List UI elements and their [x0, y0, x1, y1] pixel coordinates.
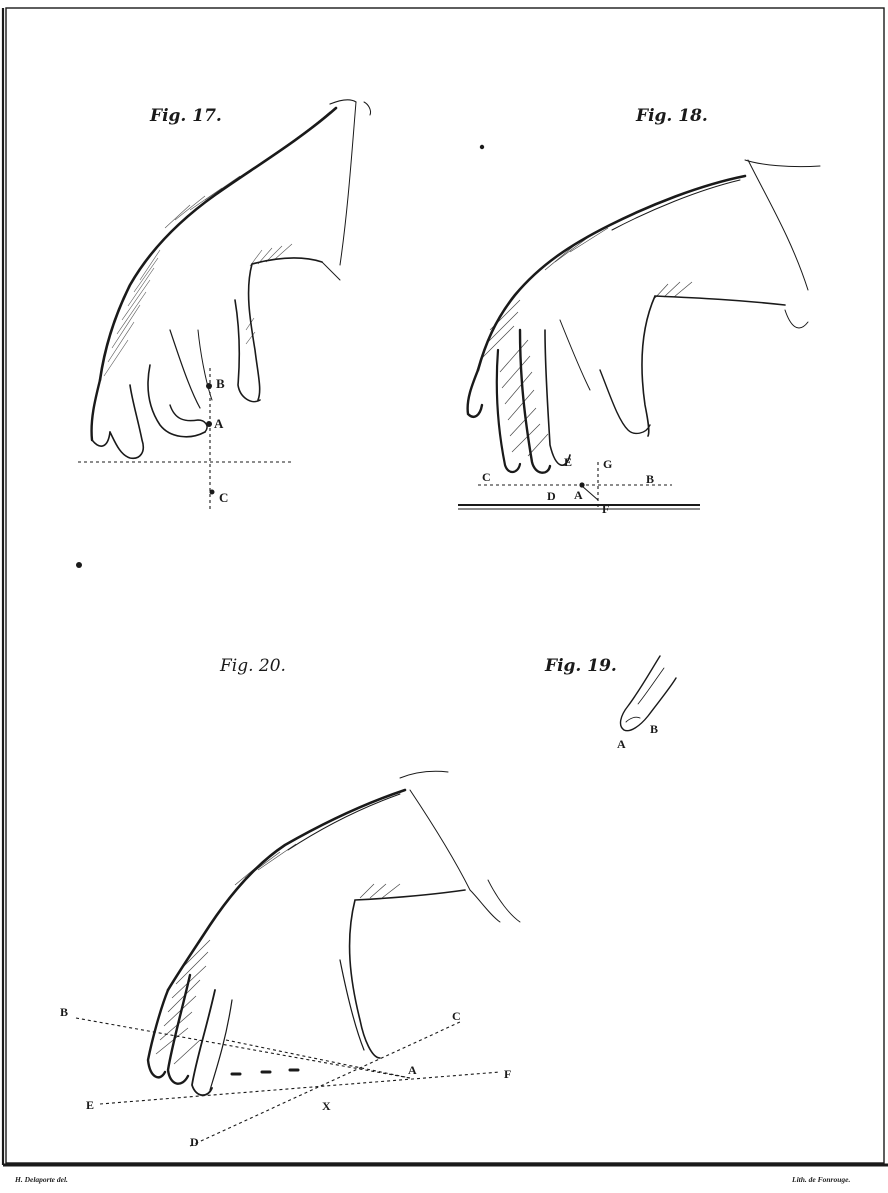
fig17-point-labels: B A C: [214, 376, 228, 505]
fig17-drawing: B A C: [78, 100, 371, 512]
fig18-label-e: E: [564, 455, 572, 469]
fig18-shading: [482, 228, 692, 456]
fig18-label-g: G: [603, 457, 612, 471]
fig19-label-b: B: [650, 722, 658, 736]
fig20-guide-lines: [76, 1018, 500, 1146]
fig17-label-b: B: [216, 376, 225, 391]
fig18-label-f: F: [602, 502, 609, 516]
fig18-guide-lines: [458, 462, 700, 510]
fig20-dashes: [232, 1070, 298, 1074]
fig18-label-c: C: [482, 470, 491, 484]
ink-specks: [76, 145, 484, 568]
fig17-label-a: A: [214, 416, 224, 431]
fig18-label-b: B: [646, 472, 654, 486]
fig20-label-d: D: [190, 1135, 199, 1149]
fig18-points: [579, 482, 584, 487]
fig19-label-a: A: [617, 737, 626, 751]
fig20-label-a: A: [408, 1063, 417, 1077]
fig18-label-a: A: [574, 488, 583, 502]
fig20-label-c: C: [452, 1009, 461, 1023]
fig17-shading: [104, 176, 292, 376]
fig17-guide-lines: [78, 368, 294, 512]
fig18-drawing: C D E A G F B: [458, 160, 820, 516]
fig20-label-x: X: [322, 1099, 331, 1113]
fig17-hand: [92, 100, 371, 458]
fig20-drawing: B C A F E X D: [60, 771, 520, 1149]
credit-lithographer: Lith. de Fonrouge.: [792, 1175, 850, 1184]
credit-draughtsman: H. Delaporte del.: [15, 1175, 68, 1184]
fig18-title: Fig. 18.: [636, 106, 708, 126]
fig18-hand: [468, 160, 820, 473]
fig19-drawing: A B: [617, 656, 676, 751]
fig20-label-e: E: [86, 1098, 94, 1112]
fig20-hand: [148, 771, 520, 1095]
fig20-label-f: F: [504, 1067, 511, 1081]
fig17-title: Fig. 17.: [150, 106, 222, 126]
fig20-label-b: B: [60, 1005, 68, 1019]
fig17-label-c: C: [219, 490, 228, 505]
fig18-label-d: D: [547, 489, 556, 503]
plate-border: [3, 8, 888, 1165]
fig19-title: Fig. 19.: [545, 656, 617, 676]
fig19-finger: [621, 656, 676, 731]
fig20-title: Fig. 20.: [220, 656, 286, 676]
